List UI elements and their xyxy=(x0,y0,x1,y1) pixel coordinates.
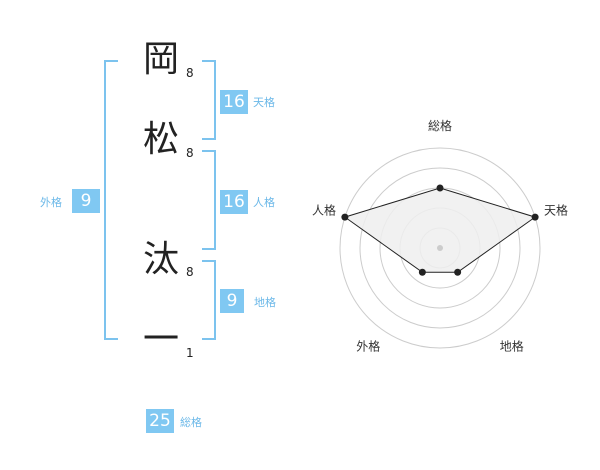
radar-axis-label: 外格 xyxy=(356,339,380,354)
stroke-count-4: 1 xyxy=(186,346,194,360)
radar-axis-label: 天格 xyxy=(544,202,568,217)
name-char-2: 松 xyxy=(142,119,179,160)
tenkaku-value: 16 xyxy=(220,90,248,114)
jinkaku-bracket xyxy=(202,150,216,250)
radar-ring xyxy=(419,227,461,269)
radar-polygon xyxy=(343,187,537,273)
soukaku-label: 総格 xyxy=(180,416,202,429)
gaikaku-label: 外格 xyxy=(40,196,62,209)
radar-axis-label: 総格 xyxy=(428,118,452,133)
radar-point xyxy=(418,268,426,276)
tenkaku-bracket xyxy=(202,60,216,140)
radar-ring xyxy=(359,167,521,329)
gaikaku-bracket xyxy=(104,60,118,340)
jinkaku-value: 16 xyxy=(220,190,248,214)
chikaku-label: 地格 xyxy=(254,296,276,309)
name-char-4: 一 xyxy=(142,319,179,360)
name-char-1: 岡 xyxy=(142,39,179,80)
stroke-count-3: 8 xyxy=(186,265,194,279)
radar-axis-label: 人格 xyxy=(312,202,336,217)
radar-axis-label: 地格 xyxy=(500,339,524,354)
radar-point xyxy=(436,184,444,192)
radar-ring xyxy=(399,207,481,289)
radar-ring xyxy=(339,147,541,349)
radar-ring xyxy=(379,187,501,309)
gaikaku-value: 9 xyxy=(72,189,100,213)
stroke-count-1: 8 xyxy=(186,66,194,80)
chikaku-value: 9 xyxy=(220,289,244,313)
stroke-count-2: 8 xyxy=(186,146,194,160)
radar-point xyxy=(341,213,349,221)
jinkaku-label: 人格 xyxy=(253,196,275,209)
radar-point xyxy=(454,268,462,276)
radar-center-dot xyxy=(437,245,443,251)
tenkaku-label: 天格 xyxy=(253,96,275,109)
chikaku-bracket xyxy=(202,260,216,340)
radar-point xyxy=(531,213,539,221)
name-char-3: 汰 xyxy=(142,239,179,280)
soukaku-value: 25 xyxy=(146,409,174,433)
